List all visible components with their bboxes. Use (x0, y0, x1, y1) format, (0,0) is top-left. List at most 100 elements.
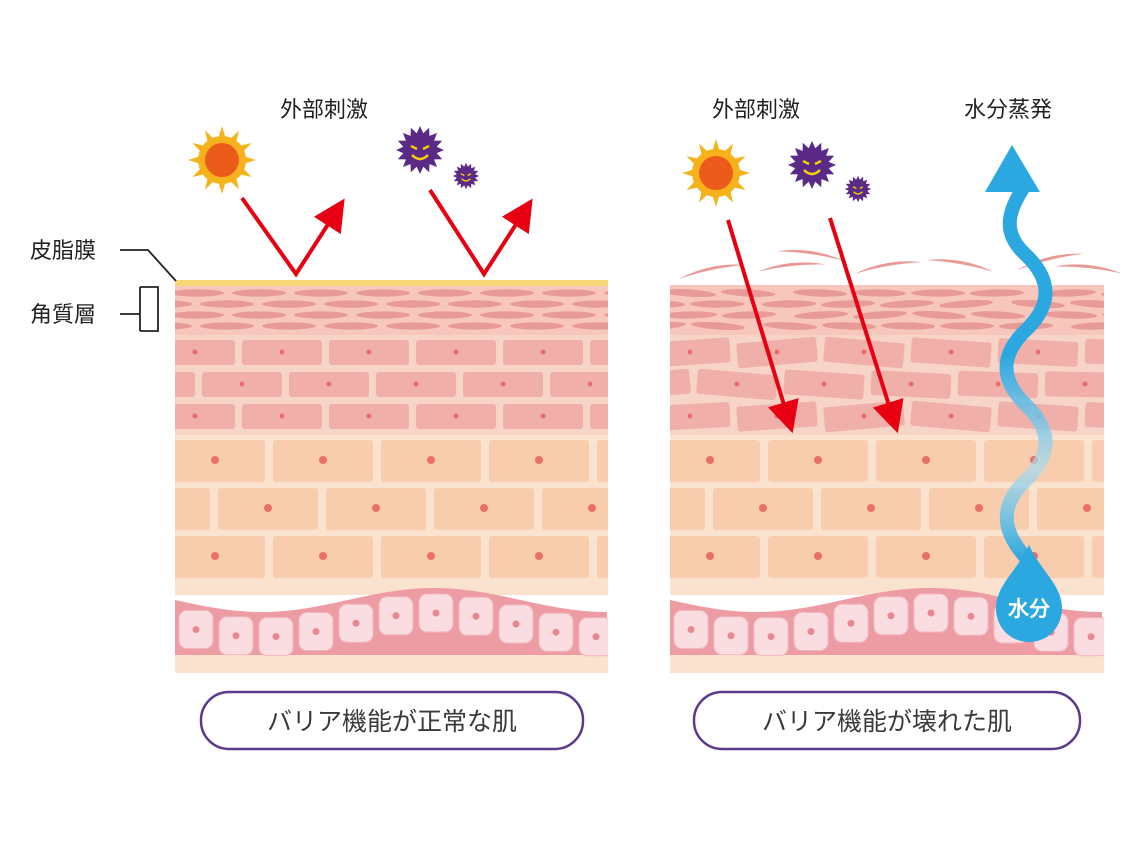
spinous-cell (670, 368, 691, 401)
water-drop-label: 水分 (1008, 597, 1050, 621)
cell-nucleus (1035, 349, 1041, 355)
cell-nucleus (535, 456, 543, 464)
cell-nucleus (366, 349, 372, 355)
stratum-flake (324, 300, 378, 308)
lifted-flake (1054, 264, 1122, 274)
germ-core (795, 148, 829, 182)
germ-mouth (853, 191, 863, 195)
lifted-flake (926, 259, 994, 272)
lifted-flake (1017, 253, 1083, 271)
stratum-flake (448, 300, 502, 308)
stratum-flake (542, 289, 596, 297)
stratum-label: 角質層 (30, 303, 96, 328)
stimulus-label-right: 外部刺激 (712, 98, 800, 123)
cell-nucleus (759, 504, 767, 512)
evaporation-label: 水分蒸発 (964, 98, 1052, 123)
cell-nucleus (814, 456, 822, 464)
stratum-flake (324, 322, 378, 330)
stratum-flake (386, 300, 440, 308)
cell-nucleus (1082, 381, 1088, 387)
cell-nucleus (192, 625, 200, 633)
cell-nucleus (326, 381, 332, 387)
stratum-flake (418, 289, 472, 297)
stratum-flake (670, 288, 716, 298)
cell-nucleus (1123, 414, 1128, 419)
cell-nucleus (535, 552, 543, 560)
stratum-flake (691, 321, 745, 331)
dermis (175, 655, 608, 673)
cell-nucleus (472, 612, 480, 620)
cell-nucleus (727, 632, 735, 640)
stratum-flake (970, 289, 1024, 297)
cell-nucleus (861, 349, 867, 355)
stratum-flake (262, 322, 316, 330)
cell-nucleus (480, 504, 488, 512)
cell-nucleus (887, 612, 895, 620)
stratum-flake (510, 322, 564, 330)
cell-nucleus (807, 628, 815, 636)
cell-nucleus (588, 504, 596, 512)
stratum-flake (604, 313, 608, 317)
cell-nucleus (651, 504, 659, 512)
stratum-flake (911, 289, 965, 297)
stratum-flake (604, 311, 658, 318)
stratum-flake (418, 311, 472, 319)
cell-nucleus (232, 632, 240, 640)
stratum-flake (232, 311, 286, 319)
cell-nucleus (734, 381, 740, 387)
cell-nucleus (774, 349, 780, 355)
stratum-bracket (120, 286, 159, 332)
cell-nucleus (927, 609, 935, 617)
germ-eyes (410, 144, 430, 151)
stratum-flake (200, 300, 254, 308)
keratinocyte-cell (175, 440, 265, 482)
spinous-cell (175, 404, 235, 429)
cell-nucleus (948, 349, 954, 355)
stratum-flake (510, 300, 564, 308)
germ-icon (396, 126, 444, 174)
penetrating-arrow-germ (828, 217, 904, 434)
cell-nucleus (995, 381, 1001, 387)
lifted-flake (678, 264, 746, 280)
sun-core (205, 143, 239, 177)
cell-nucleus (767, 633, 775, 641)
stratum-flake (294, 289, 348, 297)
cell-nucleus (366, 413, 372, 419)
stratum-flake (940, 322, 994, 330)
stratum-flake (1102, 311, 1104, 319)
keratinocyte-cell (597, 440, 608, 482)
germ-icon (844, 175, 872, 203)
cell-nucleus (427, 552, 435, 560)
stratum-flake (794, 311, 848, 319)
stratum-flake (1042, 289, 1096, 297)
cell-nucleus (867, 504, 875, 512)
sebum-leader-line (120, 249, 177, 282)
spinous-cell (1132, 372, 1136, 397)
stratum-flake (175, 289, 224, 297)
stratum-flake (971, 311, 1025, 319)
keratinocyte-cell (175, 488, 210, 530)
cell-nucleus (1087, 633, 1095, 641)
cell-nucleus (948, 413, 954, 419)
cell-nucleus (319, 552, 327, 560)
stratum-flake (670, 300, 685, 308)
caption-normal-box (199, 690, 585, 751)
cell-nucleus (453, 349, 459, 355)
evaporation-arrowhead (985, 145, 1040, 192)
cell-nucleus (392, 612, 400, 620)
stratum-flake (690, 300, 744, 308)
keratinocyte-cell (670, 440, 760, 482)
cell-nucleus (643, 456, 651, 464)
germ-core (403, 133, 437, 167)
stratum-flake (722, 311, 776, 319)
stratum-flake (480, 289, 534, 297)
stratum-flake (1071, 322, 1104, 330)
cell-nucleus (1123, 350, 1128, 355)
germ-mouth (411, 154, 429, 161)
keratinocyte-cell (597, 536, 608, 578)
cell-nucleus (861, 413, 867, 419)
germ-eyes (460, 173, 472, 177)
cell-nucleus (774, 413, 780, 419)
cell-nucleus (312, 628, 320, 636)
